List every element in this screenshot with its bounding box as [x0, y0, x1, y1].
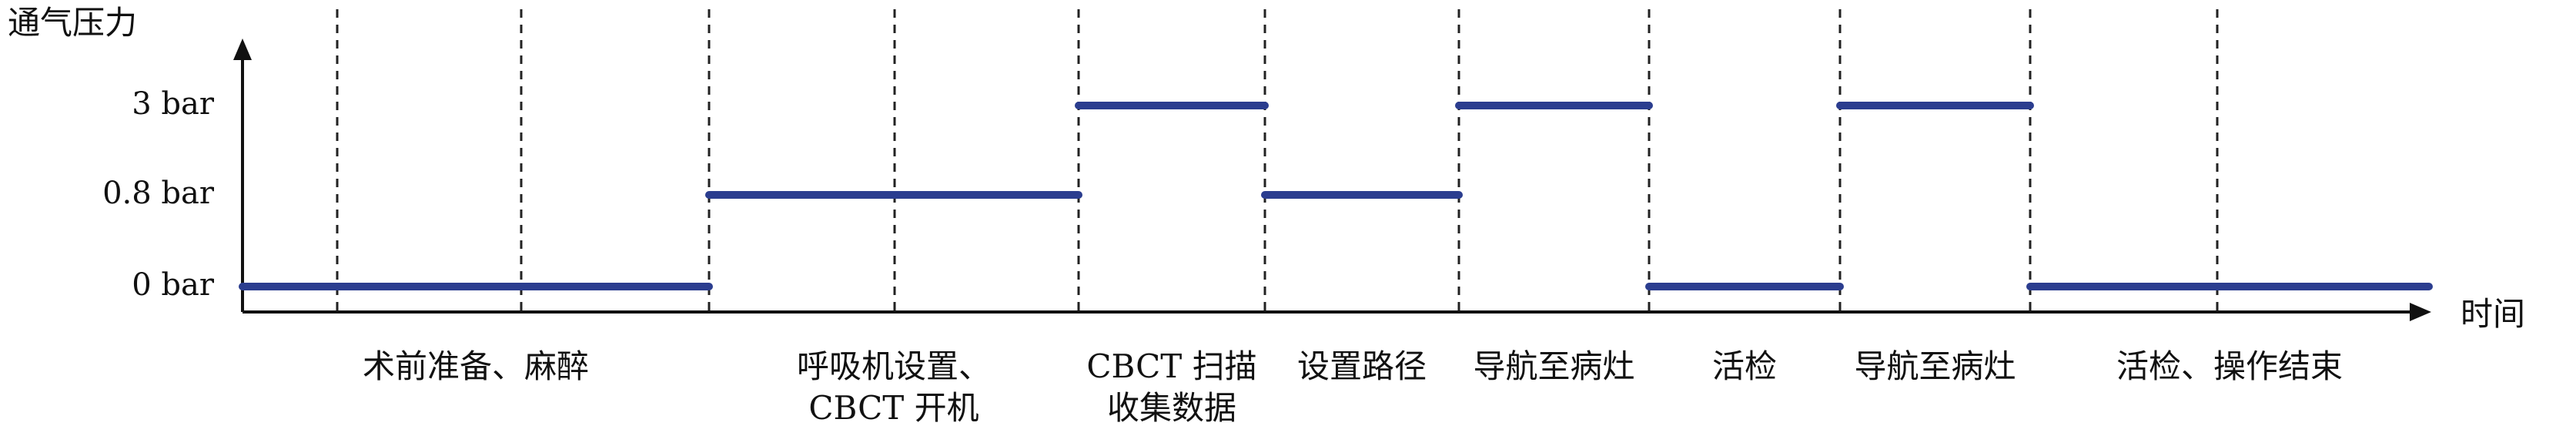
phase-label: 呼吸机设置、: [797, 347, 991, 385]
phase-label: 术前准备、麻醉: [363, 347, 589, 385]
x-axis-title: 时间: [2461, 295, 2525, 333]
x-axis-arrow-icon: [2410, 303, 2431, 321]
axes: 通气压力 时间: [8, 4, 2525, 333]
y-tick-label: 0.8 bar: [102, 176, 215, 211]
phase-dividers: [336, 9, 2219, 312]
y-tick-label: 3 bar: [132, 86, 215, 122]
y-axis-title: 通气压力: [8, 4, 137, 42]
phase-label: 收集数据: [1107, 389, 1236, 427]
y-tick-label: 0 bar: [132, 267, 215, 303]
pressure-series: [239, 102, 2433, 290]
y-tick-labels: 0 bar 0.8 bar 3 bar: [102, 86, 215, 303]
phase-label: 导航至病灶: [1473, 347, 1634, 385]
phase-label: 导航至病灶: [1854, 347, 2016, 385]
phase-label: CBCT 扫描: [1086, 347, 1256, 385]
phase-label: 活检、操作结束: [2116, 347, 2343, 385]
phase-label: 活检: [1712, 347, 1777, 385]
phase-label: CBCT 开机: [808, 389, 979, 427]
phase-label: 设置路径: [1297, 347, 1427, 385]
y-axis-arrow-icon: [233, 39, 252, 60]
